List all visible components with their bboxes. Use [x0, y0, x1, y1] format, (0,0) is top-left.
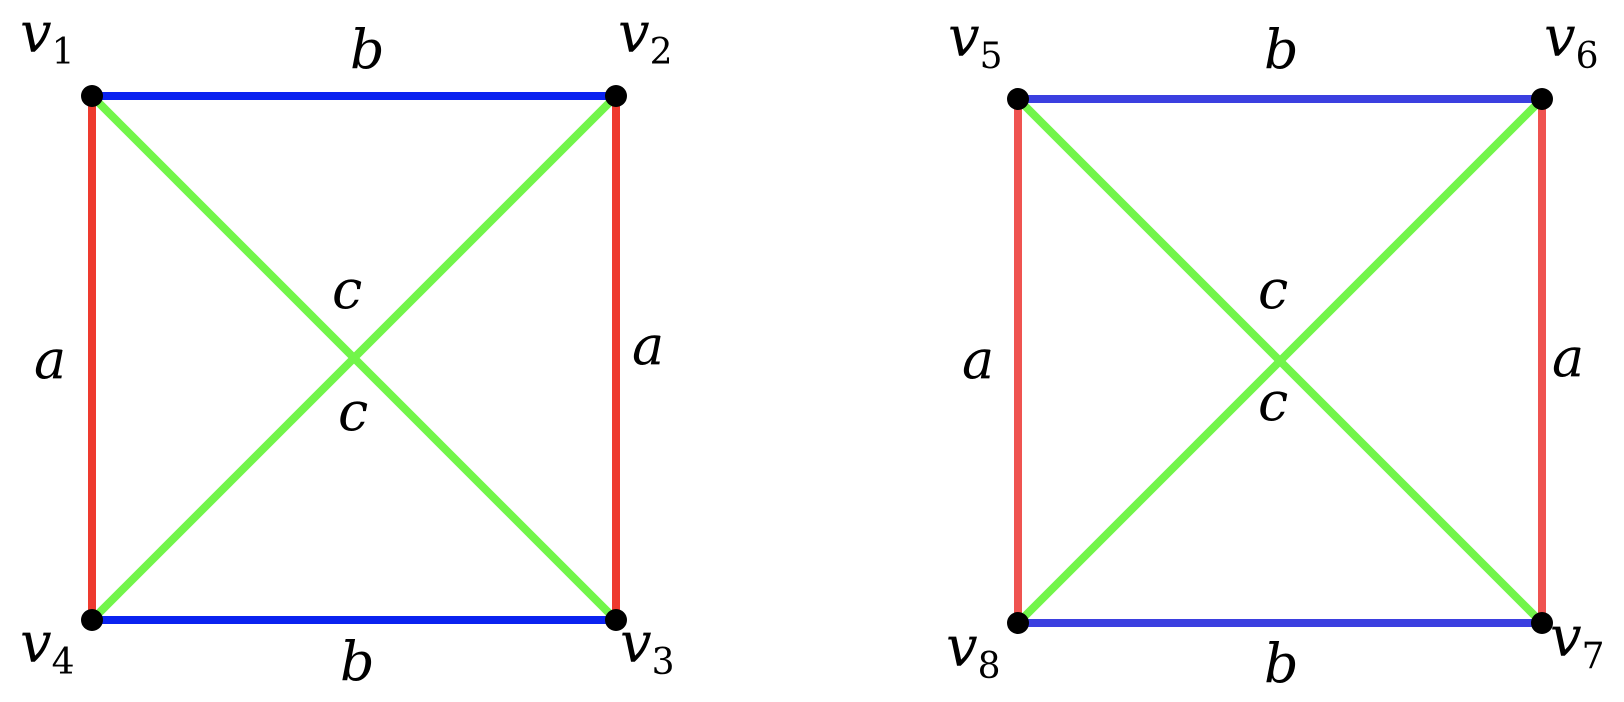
edge-label-v6-v8: c: [1258, 370, 1288, 433]
vertex-label-base: v: [20, 611, 52, 676]
edge-label-v4-v3: b: [340, 630, 375, 693]
vertex-v3: [605, 609, 627, 631]
vertex-label-base: v: [948, 5, 980, 70]
vertex-label-v3: v3: [620, 611, 675, 683]
graph-right: v5 v6 v7 v8 b b a a c c: [946, 5, 1605, 695]
vertex-label-sub: 3: [652, 642, 675, 683]
vertex-label-base: v: [618, 1, 650, 66]
vertex-v7: [1531, 612, 1553, 634]
vertex-v6: [1531, 88, 1553, 110]
vertex-label-v4: v4: [20, 611, 75, 683]
vertex-label-sub: 1: [52, 32, 75, 73]
vertex-label-v7: v7: [1550, 605, 1605, 677]
vertex-label-base: v: [1550, 605, 1582, 670]
vertex-v8: [1007, 612, 1029, 634]
vertex-label-v6: v6: [1544, 5, 1599, 77]
vertex-label-base: v: [946, 615, 978, 680]
vertex-label-base: v: [620, 611, 652, 676]
edge-label-v2-v4: c: [338, 380, 368, 443]
vertex-v2: [605, 85, 627, 107]
vertex-label-base: v: [20, 1, 52, 66]
vertex-label-base: v: [1544, 5, 1576, 70]
edge-label-v5-v8: a: [962, 328, 994, 391]
vertex-label-v5: v5: [948, 5, 1003, 77]
vertex-label-sub: 2: [650, 32, 673, 73]
edge-label-v1-v4: a: [34, 328, 66, 391]
edge-label-v6-v7: a: [1552, 326, 1584, 389]
vertex-v1: [81, 85, 103, 107]
edge-label-v8-v7: b: [1264, 632, 1299, 695]
vertex-label-sub: 8: [978, 646, 1001, 687]
edge-label-v5-v7: c: [1258, 258, 1288, 321]
vertex-label-sub: 5: [980, 36, 1003, 77]
edge-v2-v4: [89, 93, 619, 623]
vertex-label-v2: v2: [618, 1, 673, 73]
vertex-v4: [81, 609, 103, 631]
vertex-label-sub: 7: [1582, 636, 1605, 677]
vertex-label-sub: 6: [1576, 36, 1599, 77]
vertex-label-v8: v8: [946, 615, 1001, 687]
edge-label-v5-v6: b: [1264, 18, 1299, 81]
edge-v6-v8: [1015, 96, 1545, 626]
vertex-label-sub: 4: [52, 642, 75, 683]
edge-label-v1-v2: b: [350, 18, 385, 81]
edge-label-v1-v3: c: [332, 258, 362, 321]
edge-label-v2-v3: a: [632, 314, 664, 377]
vertex-v5: [1007, 88, 1029, 110]
vertex-label-v1: v1: [20, 1, 75, 73]
graph-left: v1 v2 v3 v4 b b a a c c: [20, 1, 675, 693]
